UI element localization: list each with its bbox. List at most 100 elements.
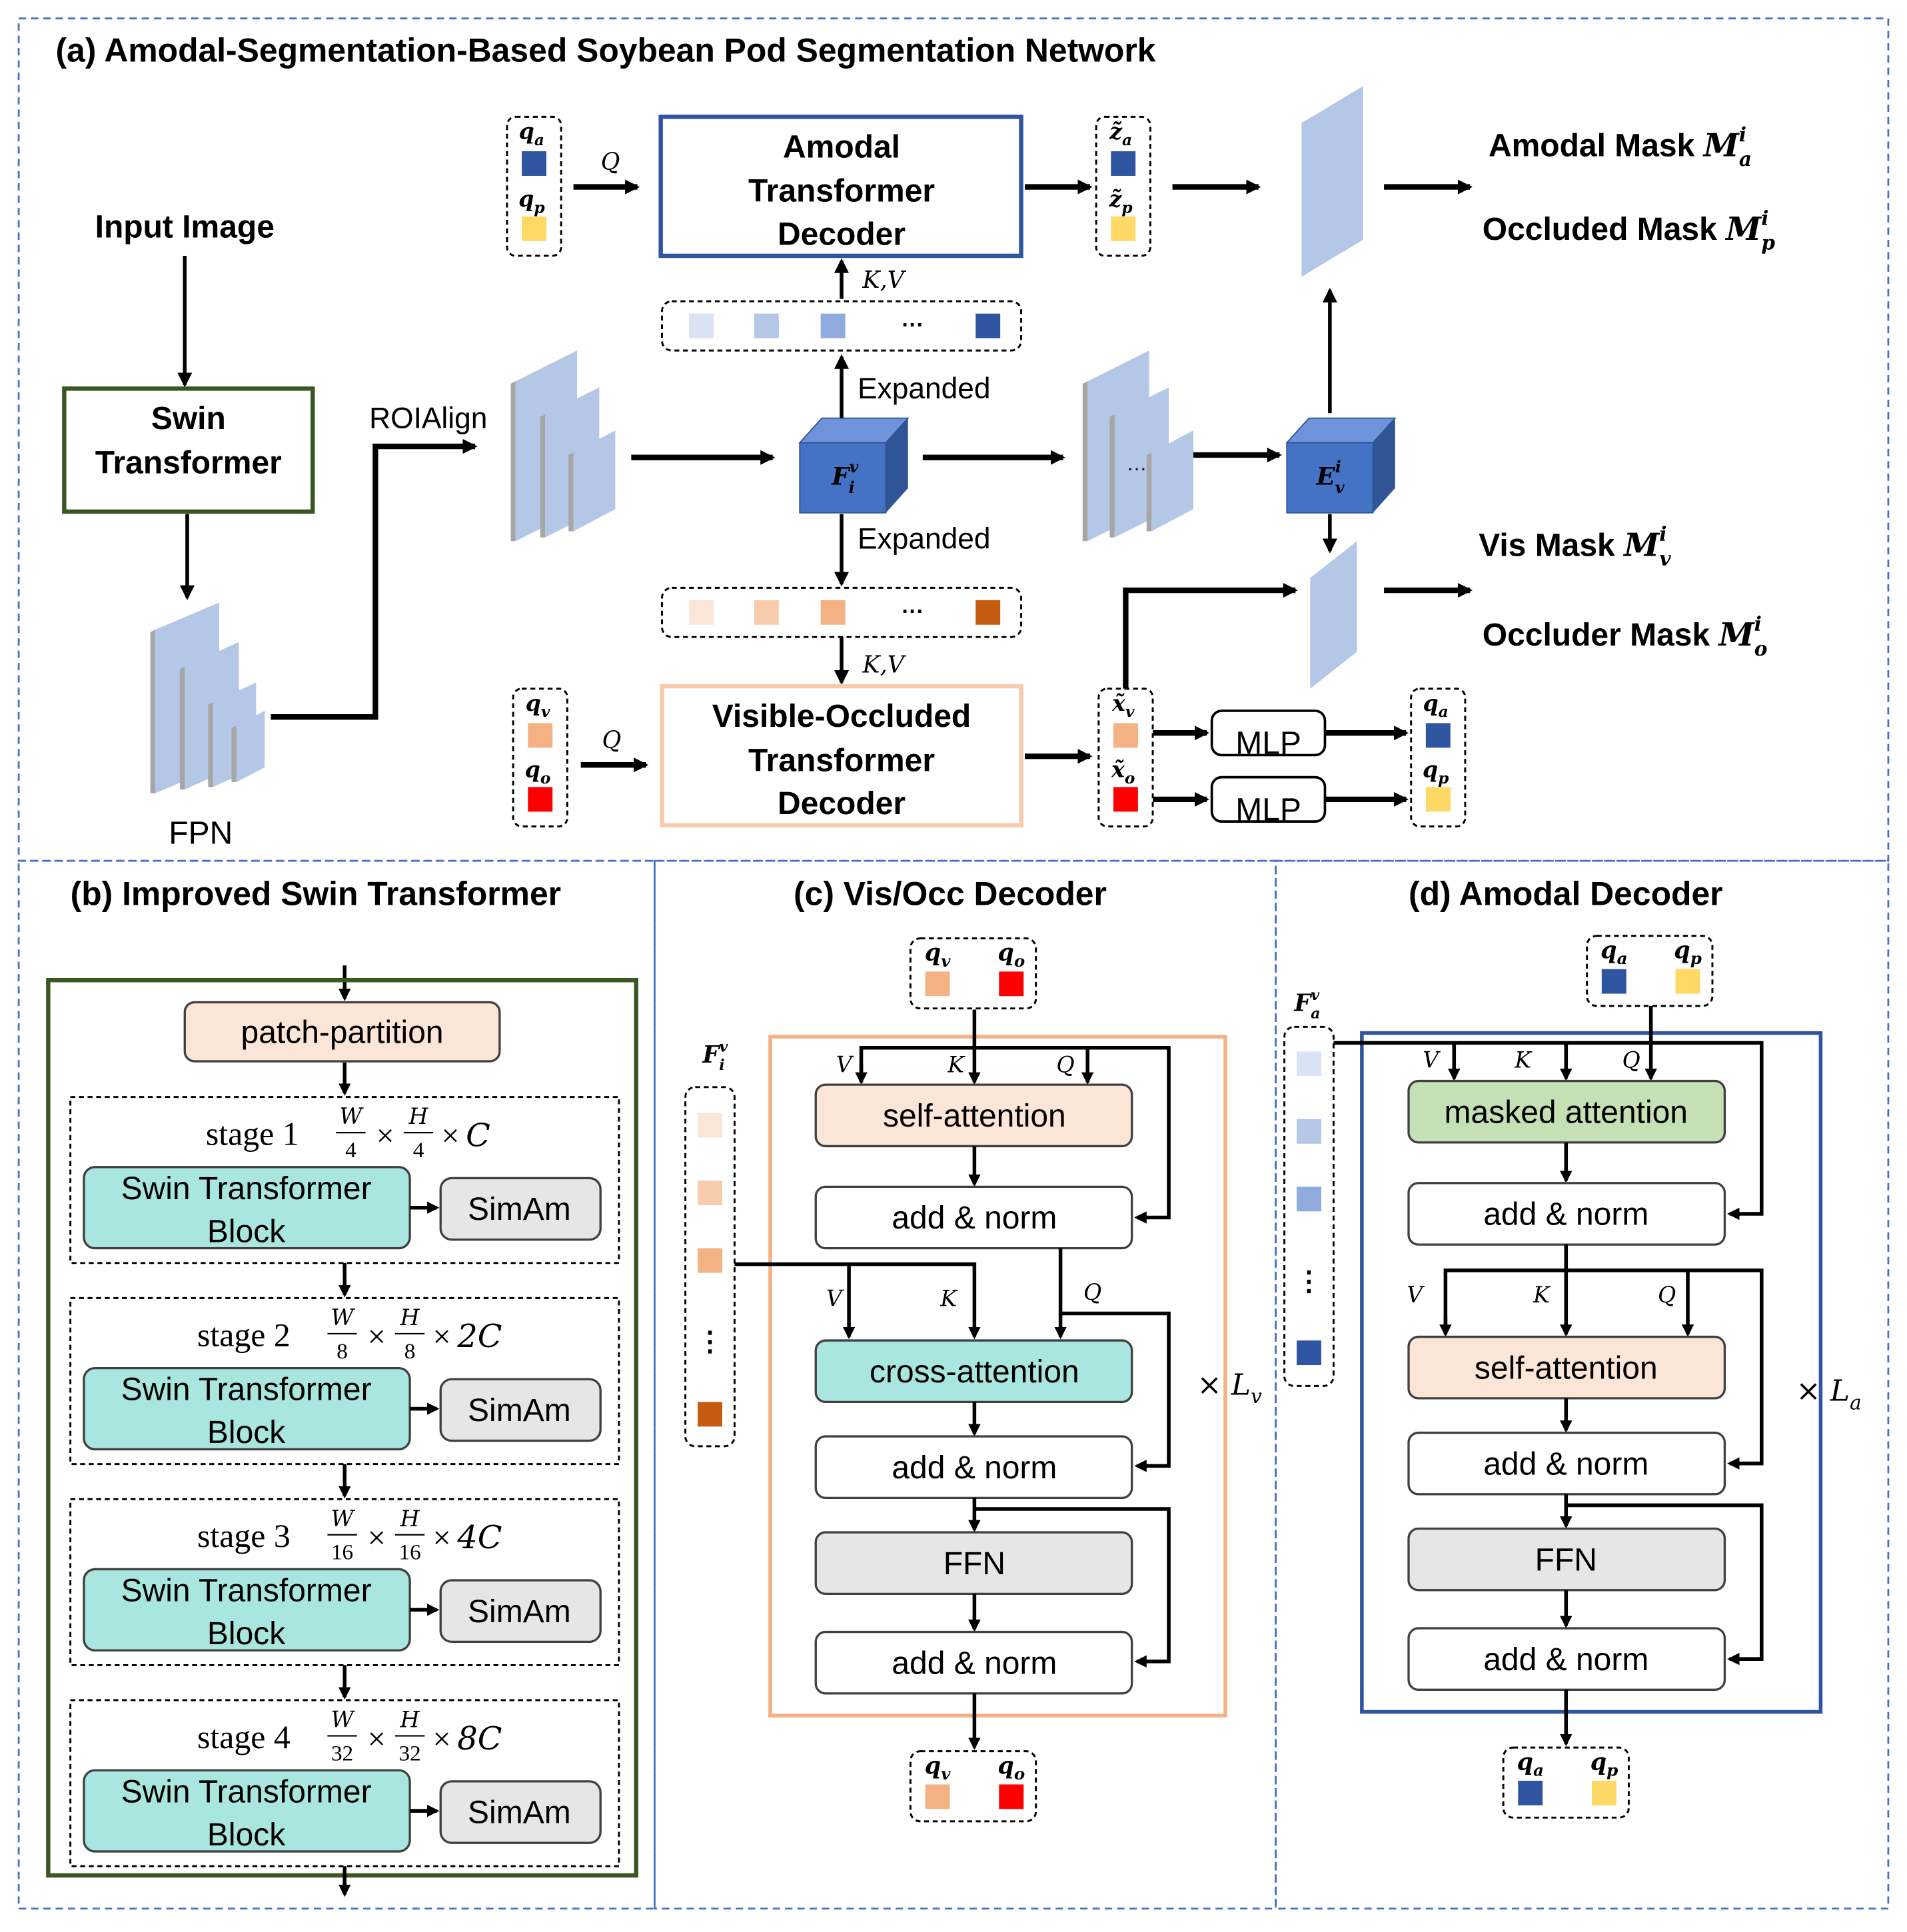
mlp-box-2: MLP (1210, 775, 1327, 827)
visible-mask-map (1310, 541, 1357, 689)
q-p-label: qp (1590, 1748, 1618, 1779)
block-label-2: Block (207, 1817, 286, 1853)
decoder-label-1: Amodal (783, 129, 900, 165)
token-square (1297, 1340, 1321, 1366)
block-label-1: Swin Transformer (121, 1774, 372, 1809)
z-p-square (1111, 216, 1136, 241)
stage-label: stage 4 (197, 1719, 291, 1755)
fraction-denominator: 4 (413, 1138, 424, 1163)
simam-module: SimAm (439, 1780, 602, 1844)
swin-label-2: Transformer (95, 446, 282, 481)
kv-label: K,V (862, 266, 906, 294)
simam-label: SimAm (468, 1594, 571, 1630)
token-square (754, 600, 779, 625)
add-norm-label: add & norm (1483, 1197, 1648, 1232)
masked-attention-label: masked attention (1445, 1095, 1688, 1130)
add-norm-box: add & norm (814, 1185, 1133, 1250)
amodal-output-group: z̃az̃p (1095, 115, 1151, 257)
decoder-label-2: Transformer (748, 743, 935, 778)
stage-label: stage 3 (197, 1518, 291, 1554)
fraction-numerator: H (408, 1103, 429, 1129)
feature-sheet (231, 710, 265, 783)
q-o-label: qo (997, 939, 1025, 971)
amodal-query-group: qa qp (506, 115, 562, 257)
sheet-edge (1109, 414, 1115, 538)
block-label-2: Block (207, 1616, 286, 1652)
simam-module: SimAm (439, 1378, 602, 1442)
token-square (698, 1402, 722, 1427)
decoder-label-1: Visible-Occluded (712, 699, 971, 734)
roi-feature-stack (510, 350, 616, 542)
q-label: Q (601, 149, 620, 176)
residual-line (974, 1507, 1171, 1668)
add-norm-box: add & norm (1407, 1627, 1726, 1691)
token-square (820, 313, 846, 338)
q-v-label: qv (925, 939, 952, 971)
q-p-square (1675, 969, 1700, 994)
vertical-ellipsis: ⋮ (696, 1326, 724, 1356)
fpn-feature-stack (150, 602, 265, 793)
token-square (698, 1248, 722, 1273)
add-norm-label: add & norm (892, 1201, 1057, 1236)
q-o-square (528, 787, 553, 812)
expanded-label-up: Expanded (858, 372, 991, 405)
fraction-numerator: H (400, 1707, 420, 1733)
kv-line (733, 1262, 981, 1340)
q-a-square (522, 151, 546, 176)
sheet-face (1151, 430, 1193, 532)
q-a-label: qa (519, 119, 544, 149)
decoder-label-3: Decoder (778, 217, 906, 252)
token-square (1297, 1187, 1321, 1212)
fraction-denominator: 16 (398, 1540, 420, 1565)
stack-ellipsis: ··· (1127, 458, 1147, 480)
query-box (1095, 115, 1151, 257)
fraction-numerator: W (330, 1707, 355, 1733)
stage-label: stage 2 (197, 1316, 291, 1353)
swin-transformer-box: Swin Transformer (62, 386, 315, 514)
token-square (689, 313, 714, 338)
sheet-edge (150, 630, 155, 793)
q-o-square (999, 1784, 1024, 1809)
token-square (820, 600, 846, 625)
x-o-label: x̃o (1111, 757, 1135, 787)
amodal-mask-map (1301, 86, 1363, 277)
amodal-decoder-layer-border (1360, 1031, 1823, 1714)
q-o-square (999, 971, 1024, 997)
ffn-box: FFN (1407, 1527, 1726, 1592)
sheet-face (236, 710, 265, 783)
q-p-label: qp (1423, 757, 1449, 787)
self-attention-box: self-attention (814, 1083, 1133, 1148)
repeat-lv-label: × Lv (1197, 1368, 1262, 1408)
k-label: K (940, 1285, 958, 1311)
query-box (1097, 688, 1154, 827)
q-o-label: qo (997, 1752, 1025, 1783)
q-label: Q (1658, 1282, 1676, 1308)
fraction-numerator: H (400, 1304, 420, 1330)
fraction-numerator: W (330, 1304, 355, 1330)
stage-label: stage 1 (206, 1116, 299, 1153)
q-p-square (522, 216, 546, 241)
feature-sheet (1146, 430, 1193, 532)
add-norm-label: add & norm (892, 1450, 1057, 1486)
channel-label: ×2C (430, 1318, 502, 1355)
v-label: V (1423, 1047, 1441, 1073)
q-a-square (1425, 723, 1451, 748)
add-norm-box: add & norm (1407, 1431, 1726, 1496)
times-sign: × (368, 1319, 386, 1354)
q-label: Q (1622, 1047, 1640, 1073)
query-box (506, 115, 562, 257)
q-p-label: qp (518, 186, 545, 217)
token-square (754, 313, 779, 338)
decoder-label-3: Decoder (778, 786, 906, 821)
q-p-square (1592, 1780, 1616, 1805)
token-square (698, 1181, 722, 1206)
